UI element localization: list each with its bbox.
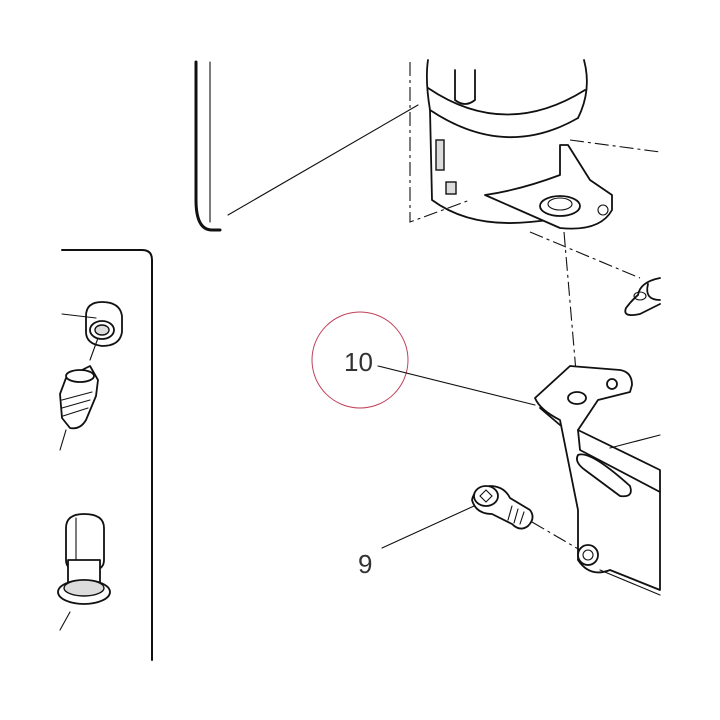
leader-10 [377,365,536,406]
cup-bracket-assembly [409,59,661,279]
callout-10: 10 [344,347,373,377]
leader-9 [381,505,475,549]
housing-edge [194,60,222,232]
highlight-circle [311,311,409,409]
part-9-screw [471,485,581,551]
cap-fitting [61,301,123,361]
spring-clip [624,277,661,317]
detail-inset-panel [57,249,153,661]
part-10-bracket [534,365,661,596]
nipple-fitting [59,365,99,451]
leader-cup [227,104,419,216]
callout-9: 9 [358,549,372,579]
plug-fitting [57,513,111,631]
